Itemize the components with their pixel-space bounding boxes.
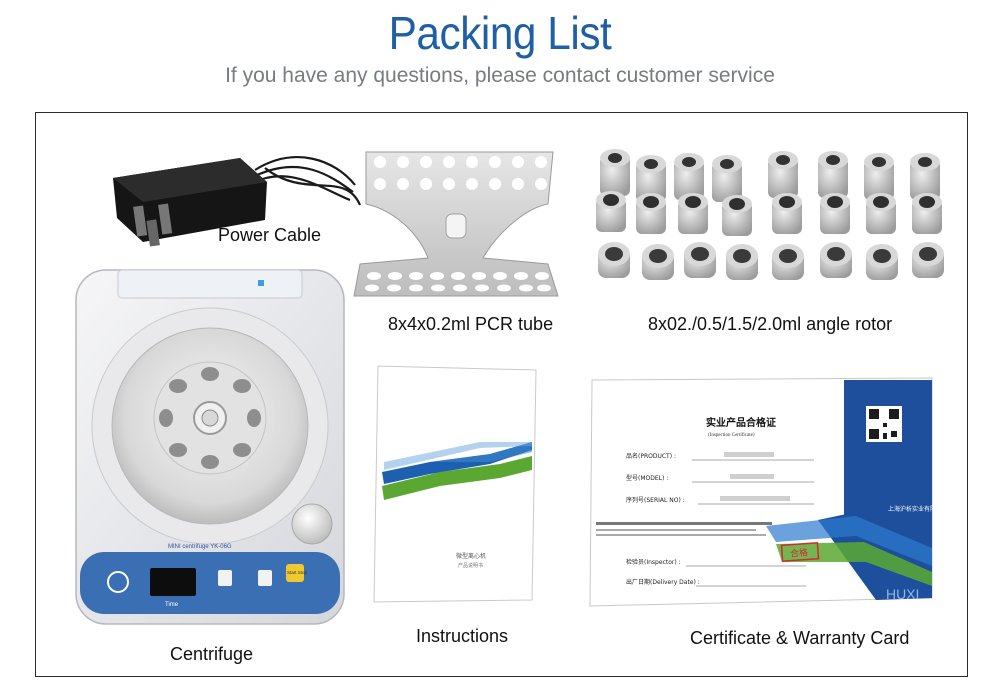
centrifuge-time-label: Time xyxy=(165,602,179,608)
certificate-brand-text: HUXI xyxy=(886,586,919,602)
certificate-company-text: 上海沪析实业有限公司 xyxy=(888,505,938,513)
item-label-pcr-tube: 8x4x0.2ml PCR tube xyxy=(388,314,554,334)
centrifuge-model-text: MINI centrifuge YK-06G xyxy=(168,544,232,550)
certificate-card-image: 上海沪析实业有限公司 HUXI 实业产品合格证 (Inspection Cert… xyxy=(589,377,938,607)
certificate-title-cn: 实业产品合格证 xyxy=(706,416,776,429)
angle-rotor-adapters-image xyxy=(596,149,944,280)
item-label-centrifuge: Centrifuge xyxy=(170,644,254,664)
item-label-power-cable: Power Cable xyxy=(218,225,322,245)
page-subtitle: If you have any questions, please contac… xyxy=(225,64,775,87)
item-label-certificate: Certificate & Warranty Card xyxy=(690,628,910,648)
booklet-subtitle-text: 产品说明书 xyxy=(458,562,483,569)
item-label-angle-rotor: 8x02./0.5/1.5/2.0ml angle rotor xyxy=(648,314,893,334)
centrifuge-image: MINI centrifuge YK-06G Time Start Stop xyxy=(75,269,345,625)
certificate-title-en: (Inspection Certificate) xyxy=(708,433,755,438)
power-cable-image xyxy=(113,156,362,247)
certificate-field-inspector: 检验员(Inspector) : xyxy=(626,558,681,566)
pcr-tube-rack-image xyxy=(353,151,559,297)
instructions-booklet-image: 微型离心机 产品说明书 xyxy=(373,365,537,603)
certificate-stamp: 合格 xyxy=(790,546,809,559)
certificate-field-date: 出厂日期(Delivery Date) : xyxy=(626,578,700,586)
certificate-field-model: 型号(MODEL) : xyxy=(626,474,668,482)
item-label-instructions: Instructions xyxy=(416,626,509,646)
certificate-field-serial: 序列号(SERIAL NO) : xyxy=(626,496,685,504)
certificate-field-product: 品名(PRODUCT) : xyxy=(626,452,676,460)
page-title: Packing List xyxy=(388,7,612,59)
booklet-title-text: 微型离心机 xyxy=(456,552,486,560)
centrifuge-start-label: Start Stop xyxy=(287,570,308,575)
